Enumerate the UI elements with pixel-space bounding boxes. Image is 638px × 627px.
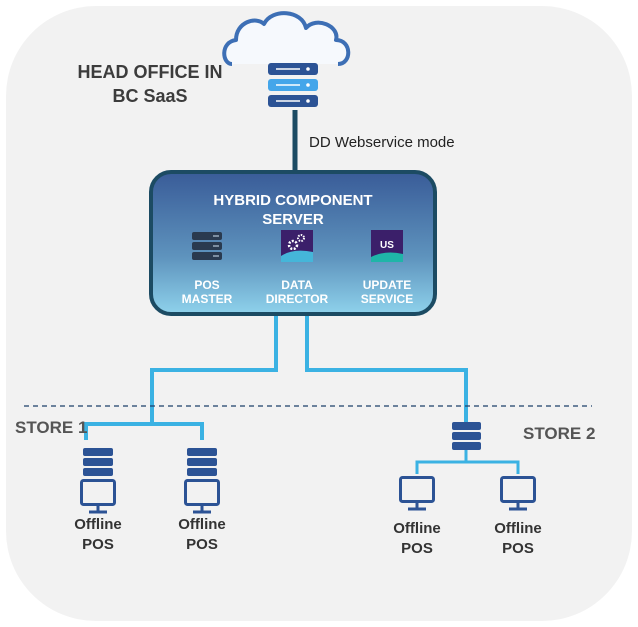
monitor-icon: [500, 476, 536, 511]
pos-line1: Offline: [494, 520, 542, 537]
server-rack-icon: [191, 230, 223, 262]
pos-line2: POS: [82, 536, 114, 553]
update-service-line1: UPDATE: [362, 278, 412, 292]
cloud-icon: [222, 11, 351, 66]
pos-master-line1: POS: [194, 278, 220, 292]
store1-server-icon-1: [83, 448, 113, 476]
hybrid-title-line1: HYBRID COMPONENT: [213, 192, 373, 209]
store2-server-icon: [452, 422, 481, 450]
update-service-icon: US: [371, 230, 403, 262]
connection-mode-label: DD Webservice mode: [309, 134, 455, 151]
hybrid-server-title: HYBRID COMPONENT SERVER: [153, 191, 433, 229]
cloud-server-icon: [268, 63, 318, 107]
pos-line1: Offline: [74, 516, 122, 533]
monitor-icon: [184, 479, 220, 514]
hybrid-to-store2-wire: [305, 316, 468, 424]
hybrid-to-store1-wire: [84, 316, 278, 440]
data-director-line1: DATA: [281, 278, 313, 292]
monitor-icon: [399, 476, 435, 511]
head-office-line2: BC SaaS: [112, 86, 188, 106]
store2-switch-wire: [415, 448, 520, 474]
store2-label: STORE 2: [523, 424, 596, 443]
pos-line2: POS: [502, 540, 534, 557]
hybrid-title-line2: SERVER: [262, 211, 324, 228]
pos-line2: POS: [186, 536, 218, 553]
pos-line1: Offline: [393, 520, 441, 537]
pos-master-line2: MASTER: [181, 292, 233, 306]
head-office-line1: HEAD OFFICE IN: [77, 62, 223, 82]
store1-label: STORE 1: [15, 418, 88, 437]
head-office-label: HEAD OFFICE IN BC SaaS: [60, 60, 240, 108]
pos-line2: POS: [401, 540, 433, 557]
pos-line1: Offline: [178, 516, 226, 533]
monitor-icon: [80, 479, 116, 514]
store1-server-icon-2: [187, 448, 217, 476]
update-service-line2: SERVICE: [360, 292, 414, 306]
data-director-icon: [281, 230, 313, 262]
update-service-badge: US: [380, 240, 394, 251]
data-director-line2: DIRECTOR: [265, 292, 329, 306]
